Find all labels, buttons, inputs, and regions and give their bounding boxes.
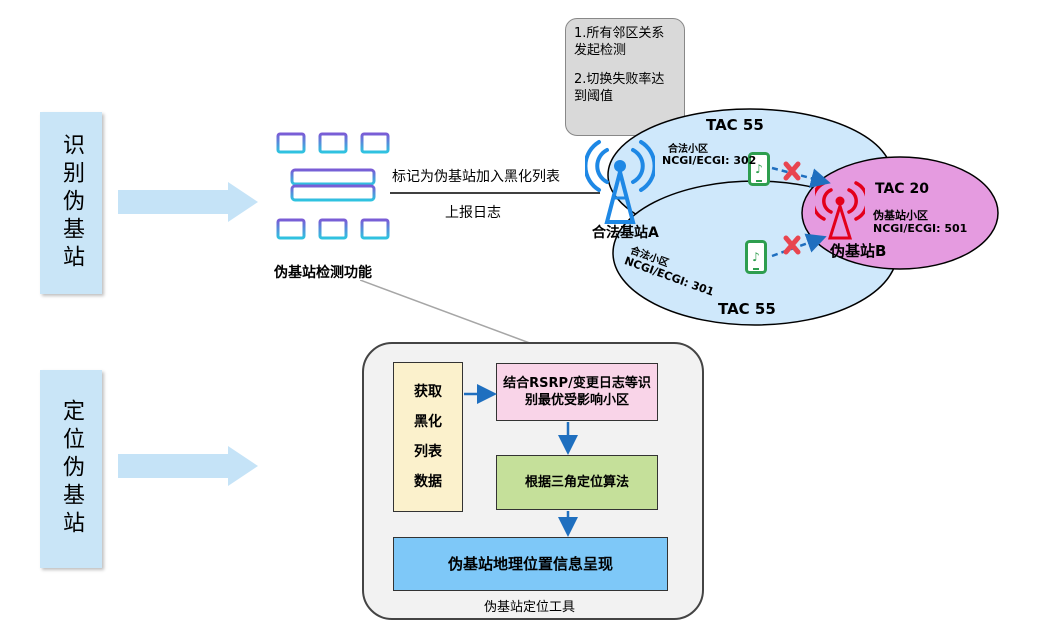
tool-flow-arrows — [464, 384, 578, 537]
detector-tool-connector — [360, 280, 536, 346]
svg-text:♪: ♪ — [752, 250, 760, 264]
step2-box: 根据三角定位算法 — [496, 455, 658, 510]
fake-cell-id: NCGI/ECGI: 501 — [873, 222, 968, 235]
cell-302-id: NCGI/ECGI: 302 — [662, 154, 757, 167]
tac-top-label: TAC 55 — [706, 116, 764, 134]
svg-text:♪: ♪ — [755, 162, 763, 176]
locate-fake-station-label: 定位伪基站 — [40, 370, 102, 568]
detector-to-station-line — [390, 192, 600, 194]
blacklist-data-box: 获取黑化列表数据 — [393, 362, 463, 512]
legit-station-a-label: 合法基站A — [592, 225, 659, 241]
detection-conditions-note: 1.所有邻区关系发起检测 2.切换失败率达到阈值 — [565, 18, 685, 136]
locate-block-arrow — [118, 446, 258, 486]
cell-302-label: 合法小区 — [668, 144, 708, 155]
step2-text: 根据三角定位算法 — [524, 475, 629, 490]
fake-cell-label: 伪基站小区 — [873, 209, 928, 222]
note-line-1: 1.所有邻区关系发起检测 — [574, 26, 665, 58]
fake-station-b-label: 伪基站B — [830, 242, 887, 260]
legit-tower-icon — [585, 140, 655, 224]
failed-handover-arrows — [771, 161, 831, 258]
tac-bottom-label: TAC 55 — [718, 300, 776, 318]
locate-label-text: 定位伪基站 — [59, 399, 84, 539]
network-server-icon — [276, 132, 390, 246]
blacklist-data-text: 获取黑化列表数据 — [414, 384, 442, 490]
tool-caption: 伪基站定位工具 — [484, 600, 576, 615]
identify-label-text: 识别伪基站 — [59, 133, 84, 273]
fake-cell-ellipse — [801, 156, 999, 270]
step3-text: 伪基站地理位置信息呈现 — [447, 554, 613, 573]
detector-label: 伪基站检测功能 — [274, 265, 372, 281]
tac-fake-label: TAC 20 — [875, 181, 929, 197]
fail-x-icon — [783, 161, 801, 255]
mark-blacklist-label: 标记为伪基站加入黑化列表 — [392, 169, 560, 185]
step1-box: 结合RSRP/变更日志等识别最优受影响小区 — [496, 363, 658, 421]
note-line-2: 2.切换失败率达到阈值 — [574, 72, 665, 104]
report-log-label: 上报日志 — [445, 205, 501, 221]
step1-text: 结合RSRP/变更日志等识别最优受影响小区 — [503, 376, 651, 408]
identify-fake-station-label: 识别伪基站 — [40, 112, 102, 294]
step3-box: 伪基站地理位置信息呈现 — [393, 537, 668, 591]
identify-block-arrow — [118, 182, 258, 222]
phone-icon-302: ♪ — [748, 152, 770, 186]
phone-icon-301: ♪ — [745, 240, 767, 274]
